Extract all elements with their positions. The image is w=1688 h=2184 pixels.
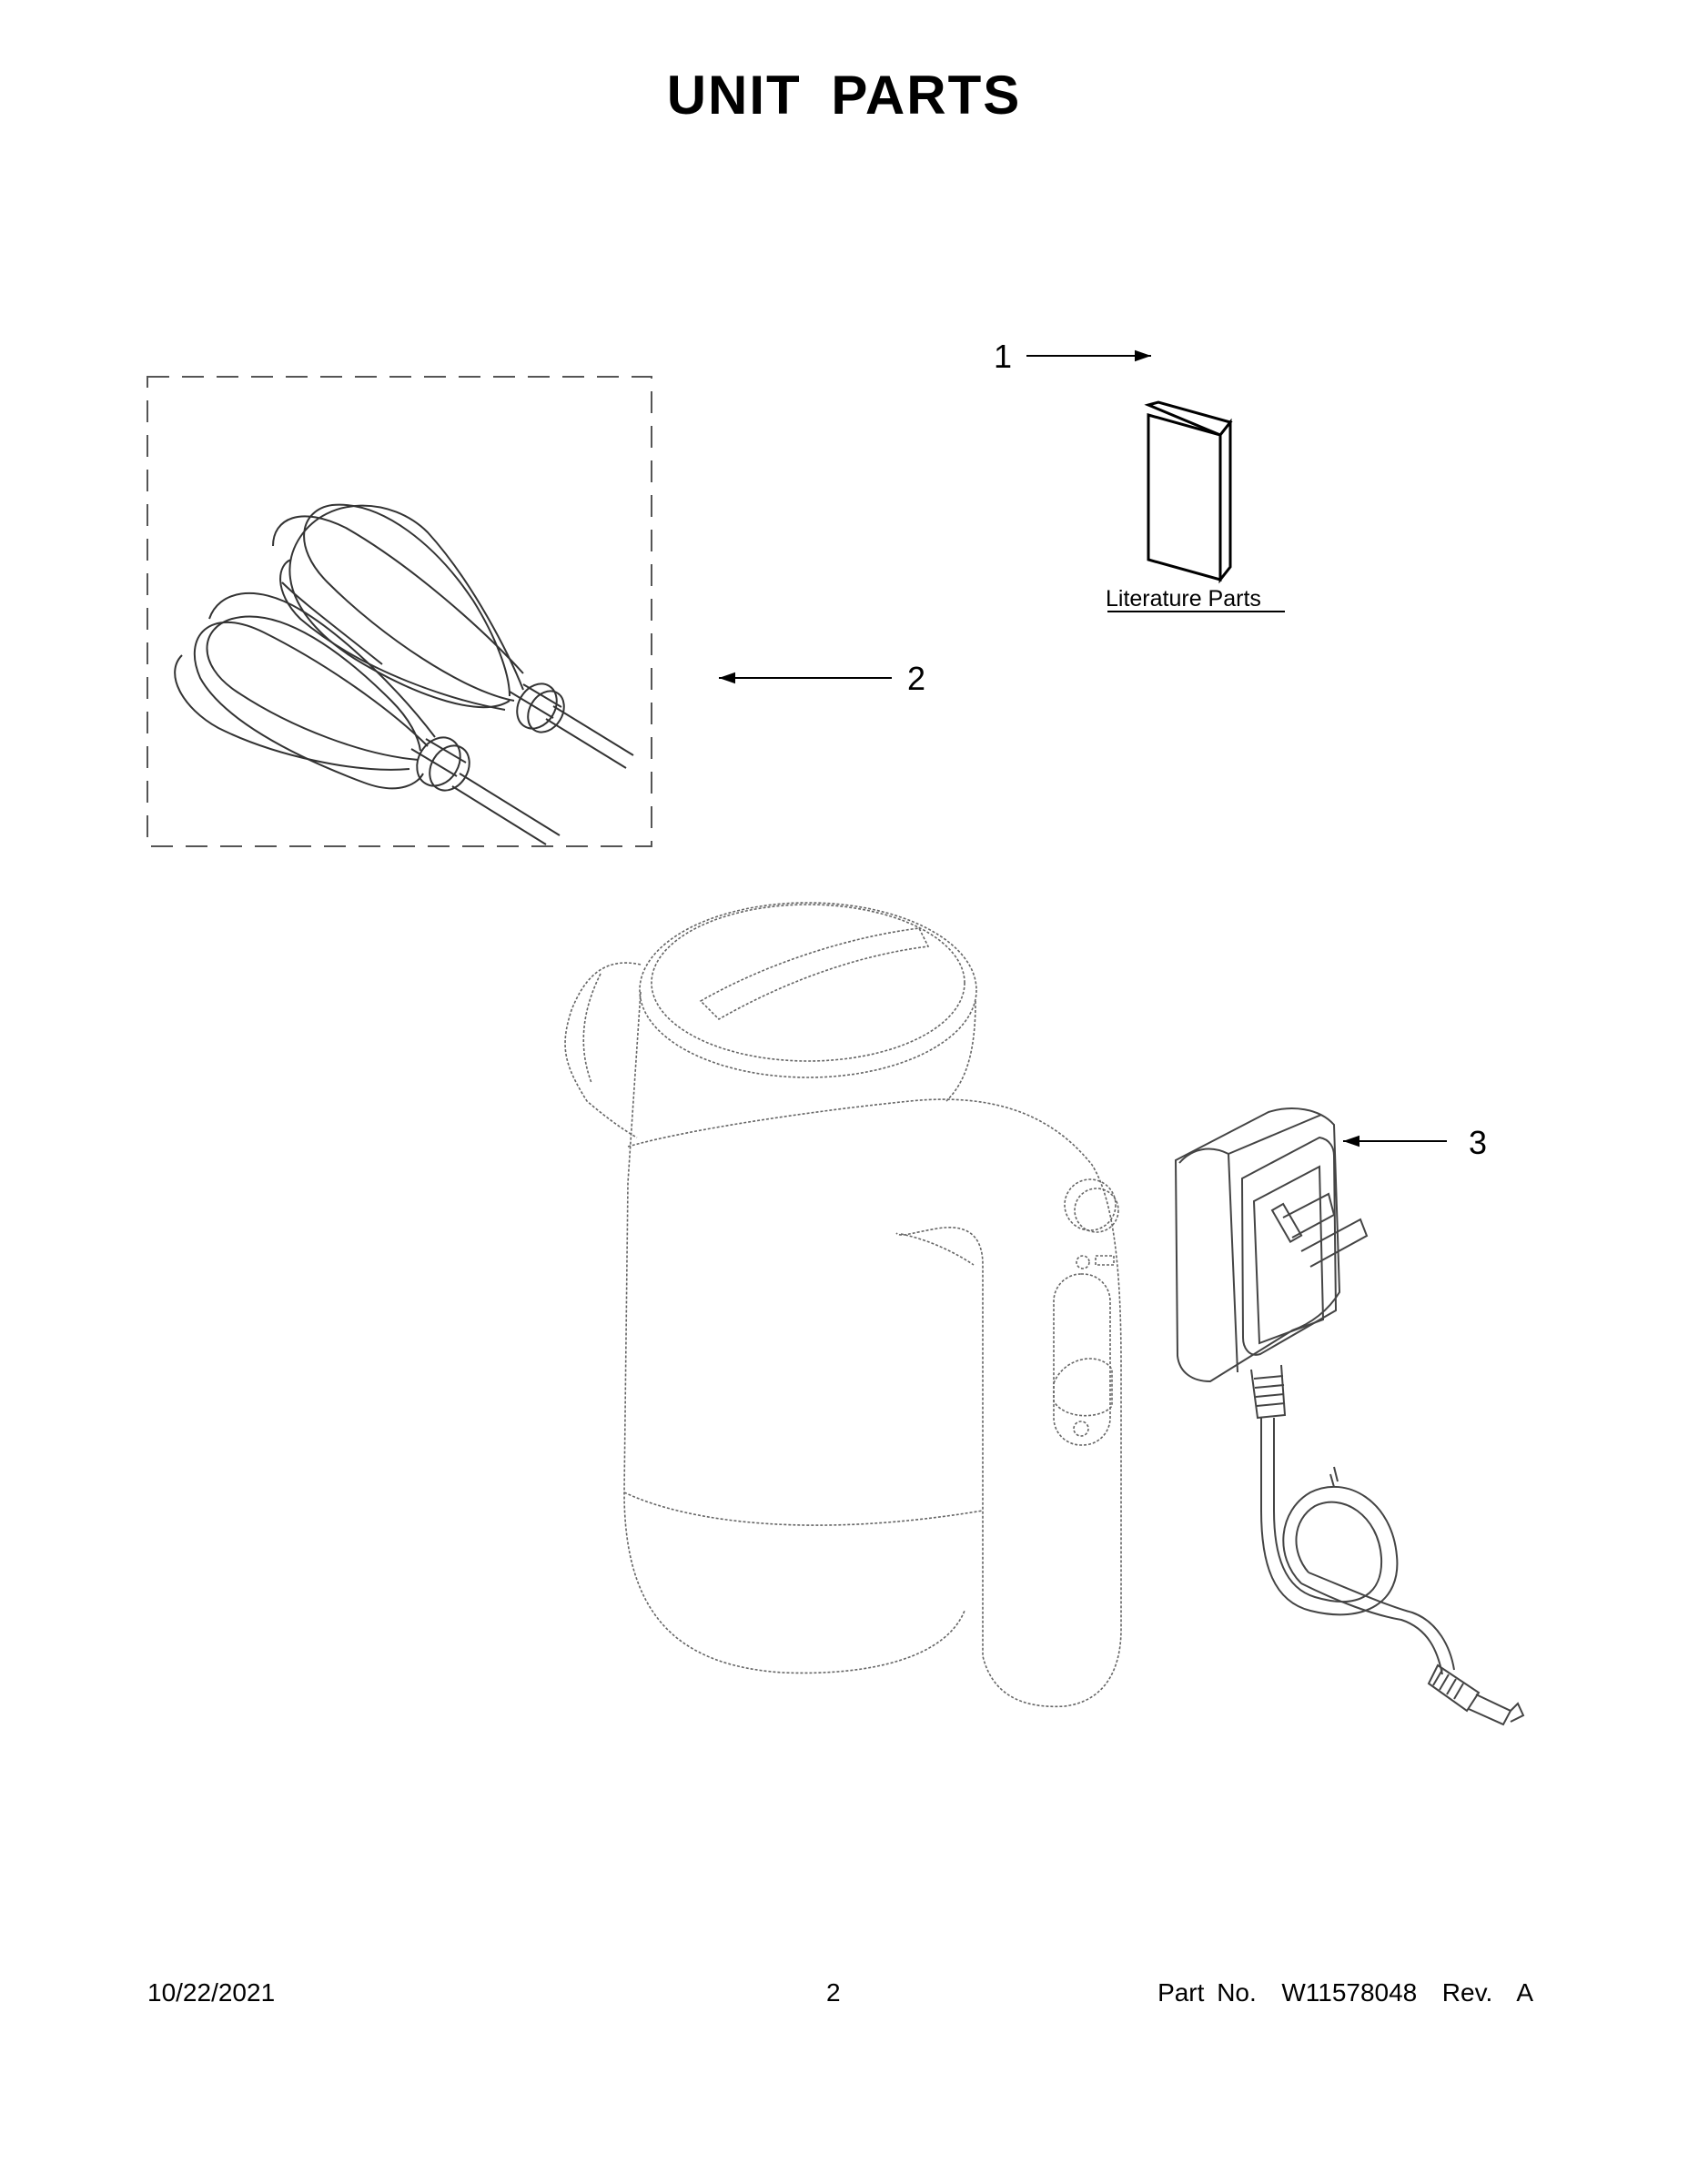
callout-number-2: 2 bbox=[907, 660, 925, 697]
page-title: UNIT PARTS bbox=[666, 65, 1022, 126]
footer-page-number: 2 bbox=[826, 1978, 841, 2007]
hand-mixer-body-icon bbox=[564, 902, 1122, 1708]
literature-parts-label: Literature Parts bbox=[1106, 586, 1261, 612]
footer-date: 10/22/2021 bbox=[147, 1978, 276, 2007]
footer-part-number: Part No. W11578048 Rev. A bbox=[1157, 1978, 1533, 2007]
literature-booklet-icon bbox=[1144, 400, 1233, 584]
beaters-group-box bbox=[147, 376, 652, 847]
power-adapter-icon bbox=[1174, 1107, 1525, 1726]
beaters-icon bbox=[174, 503, 634, 845]
callout-number-1: 1 bbox=[994, 338, 1012, 375]
callout-number-3: 3 bbox=[1469, 1124, 1487, 1161]
